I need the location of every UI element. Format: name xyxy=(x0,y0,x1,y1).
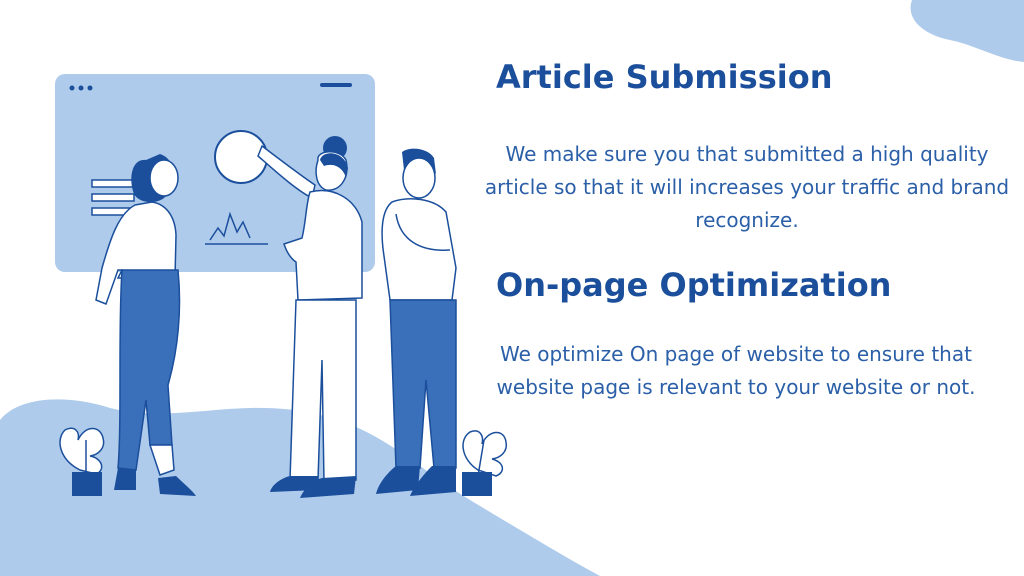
article-submission-text-line-3: recognize. xyxy=(695,208,799,232)
on-page-optimization-heading: On-page Optimization xyxy=(496,266,892,304)
article-submission-heading: Article Submission xyxy=(496,58,833,96)
person-center-pointing xyxy=(257,136,363,498)
person-right-thinking xyxy=(376,148,457,496)
corner-blob-shape xyxy=(910,0,1024,62)
on-page-optimization-text-line-1: We optimize On page of website to ensure… xyxy=(500,342,972,366)
person-woman-left xyxy=(95,154,196,496)
article-submission-text-line-2: article so that it will increases your t… xyxy=(484,175,1010,199)
left-plant xyxy=(59,427,105,496)
article-submission-text-line-1: We make sure you that submitted a high q… xyxy=(505,142,989,166)
on-page-optimization-text-line-2: website page is relevant to your website… xyxy=(496,375,976,399)
right-plant xyxy=(462,430,508,496)
